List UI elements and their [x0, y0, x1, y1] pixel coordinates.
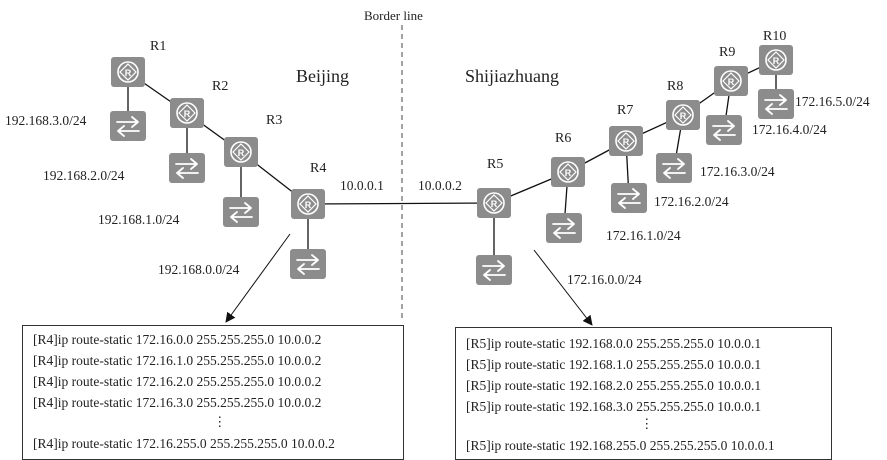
switch-icon	[169, 153, 205, 183]
r5-config-line: [R5]ip route-static 192.168.0.0 255.255.…	[466, 336, 762, 351]
border-line-label: Border line	[364, 8, 423, 23]
switch-icon	[476, 255, 512, 285]
net-label-192-168-1: 192.168.1.0/24	[98, 212, 180, 227]
r4-config-line: [R4]ip route-static 172.16.3.0 255.255.2…	[33, 395, 322, 410]
svg-text:R: R	[565, 168, 572, 178]
net-label-172-16-0: 172.16.0.0/24	[567, 272, 642, 287]
net-label-172-16-1: 172.16.1.0/24	[606, 228, 681, 243]
router-icon: R	[714, 66, 748, 96]
r4-config-line-last: [R4]ip route-static 172.16.255.0 255.255…	[33, 436, 335, 451]
net-label-192-168-0: 192.168.0.0/24	[158, 262, 240, 277]
router-label-r1: R1	[150, 39, 166, 54]
router-label-r6: R6	[555, 131, 571, 146]
svg-text:R: R	[125, 68, 132, 78]
switch-icon	[110, 111, 146, 141]
net-label-172-16-3: 172.16.3.0/24	[700, 164, 775, 179]
switch-icon	[546, 213, 582, 243]
router-label-r4: R4	[310, 161, 326, 176]
net-label-192-168-3: 192.168.3.0/24	[5, 113, 87, 128]
router-link	[307, 202, 495, 205]
r5-config-box: [R5]ip route-static 192.168.0.0 255.255.…	[455, 327, 832, 460]
svg-text:R: R	[305, 200, 312, 210]
router-icon: R	[170, 98, 204, 128]
router-label-r8: R8	[667, 79, 683, 94]
r5-config-line: [R5]ip route-static 192.168.3.0 255.255.…	[466, 399, 762, 414]
arrow-r5-config	[533, 249, 593, 326]
net-label-192-168-2: 192.168.2.0/24	[43, 168, 125, 183]
r5-config-line: [R5]ip route-static 192.168.1.0 255.255.…	[466, 357, 762, 372]
net-label-172-16-2: 172.16.2.0/24	[654, 194, 729, 209]
svg-text:R: R	[623, 137, 630, 147]
switch-icon	[656, 153, 692, 183]
r5-config-ellipsis: ⋮	[640, 416, 654, 431]
svg-text:R: R	[773, 56, 780, 66]
svg-text:R: R	[491, 199, 498, 209]
switch-icon	[223, 197, 259, 227]
r5-config-line: [R5]ip route-static 192.168.2.0 255.255.…	[466, 378, 762, 393]
net-label-172-16-4: 172.16.4.0/24	[752, 122, 827, 137]
switch-icon	[758, 89, 794, 119]
router-label-r2: R2	[212, 79, 228, 94]
svg-text:R: R	[184, 109, 191, 119]
router-icon: R	[111, 57, 145, 87]
arrow-r4-config	[225, 233, 291, 323]
switch-icon	[611, 183, 647, 213]
router-icon: R	[551, 157, 585, 187]
region-shijiazhuang: Shijiazhuang	[465, 66, 559, 86]
switch-icon	[290, 249, 326, 279]
router-icon: R	[666, 100, 700, 130]
r5-config-line-last: [R5]ip route-static 192.168.255.0 255.25…	[466, 438, 775, 453]
switches	[110, 89, 794, 285]
routers: R R R R R R R R R R	[111, 45, 793, 219]
router-label-r10: R10	[763, 29, 786, 44]
r4-config-line: [R4]ip route-static 172.16.2.0 255.255.2…	[33, 374, 322, 389]
router-label-r3: R3	[266, 113, 282, 128]
router-label-r9: R9	[719, 45, 735, 60]
router-icon: R	[291, 189, 325, 219]
switch-icon	[706, 115, 742, 145]
router-icon: R	[609, 126, 643, 156]
r4-config-line: [R4]ip route-static 172.16.0.0 255.255.2…	[33, 332, 322, 347]
region-beijing: Beijing	[296, 66, 349, 86]
router-icon: R	[759, 45, 793, 75]
svg-text:R: R	[238, 148, 245, 158]
r4-config-box: [R4]ip route-static 172.16.0.0 255.255.2…	[22, 325, 404, 460]
ip-label-r4: 10.0.0.1	[340, 178, 384, 193]
svg-text:R: R	[680, 111, 687, 121]
router-icon: R	[224, 137, 258, 167]
router-icon: R	[477, 188, 511, 218]
router-label-r7: R7	[617, 103, 633, 118]
svg-text:R: R	[728, 77, 735, 87]
r4-config-ellipsis: ⋮	[213, 414, 227, 429]
r4-config-line: [R4]ip route-static 172.16.1.0 255.255.2…	[33, 353, 322, 368]
net-label-172-16-5: 172.16.5.0/24	[795, 94, 870, 109]
ip-label-r5: 10.0.0.2	[418, 178, 462, 193]
router-label-r5: R5	[487, 157, 503, 172]
